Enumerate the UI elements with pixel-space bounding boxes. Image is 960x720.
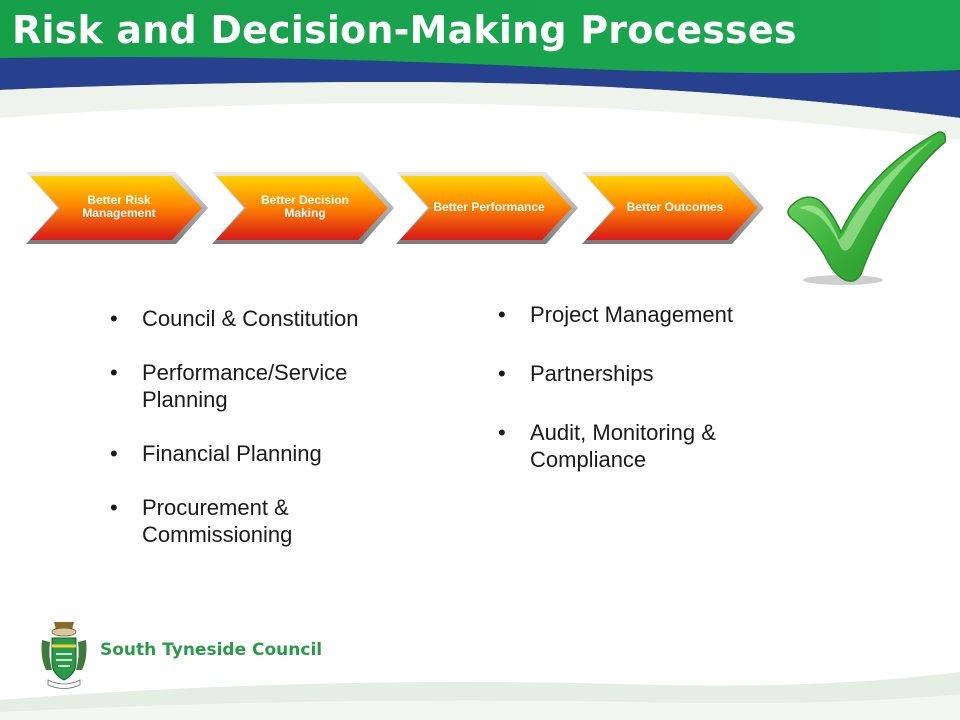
slide-title: Risk and Decision-Making Processes [12, 8, 797, 52]
bullet-marker: • [498, 361, 506, 386]
bullet-marker: • [110, 306, 118, 331]
process-step-1-arrow [26, 172, 208, 244]
process-step-4-label: Better Outcomes [626, 199, 724, 214]
process-step-2-label: Better Decision Making [260, 193, 350, 220]
list-item: •Council & Constitution [110, 306, 359, 331]
left-bullet-list: •Council & Constitution •Performance/Ser… [110, 305, 430, 575]
council-crest-icon [41, 622, 87, 689]
list-item: •Financial Planning [110, 441, 322, 466]
council-name: South Tyneside Council [100, 640, 323, 660]
bullet-marker: • [110, 360, 118, 385]
process-flow [26, 172, 764, 244]
bullet-marker: • [110, 495, 118, 520]
list-item: •Procurement & Commissioning [110, 495, 293, 547]
bullet-marker: • [498, 302, 506, 327]
list-item: •Project Management [498, 302, 733, 327]
process-step-4-arrow [582, 172, 764, 244]
header-banner [0, 0, 960, 140]
list-item: •Partnerships [498, 361, 654, 386]
list-item: •Performance/Service Planning [110, 360, 348, 412]
bullet-marker: • [110, 441, 118, 466]
process-step-1-label: Better Risk Management [82, 193, 156, 220]
green-checkmark-icon [787, 131, 947, 285]
bullet-marker: • [498, 420, 506, 445]
process-step-3-arrow [396, 172, 578, 244]
footer-decoration [0, 672, 960, 720]
process-step-2-arrow [212, 172, 394, 244]
list-item: •Audit, Monitoring & Compliance [498, 420, 716, 472]
process-step-3-label: Better Performance [433, 199, 545, 214]
right-bullet-list: •Project Management •Partnerships •Audit… [498, 301, 798, 505]
